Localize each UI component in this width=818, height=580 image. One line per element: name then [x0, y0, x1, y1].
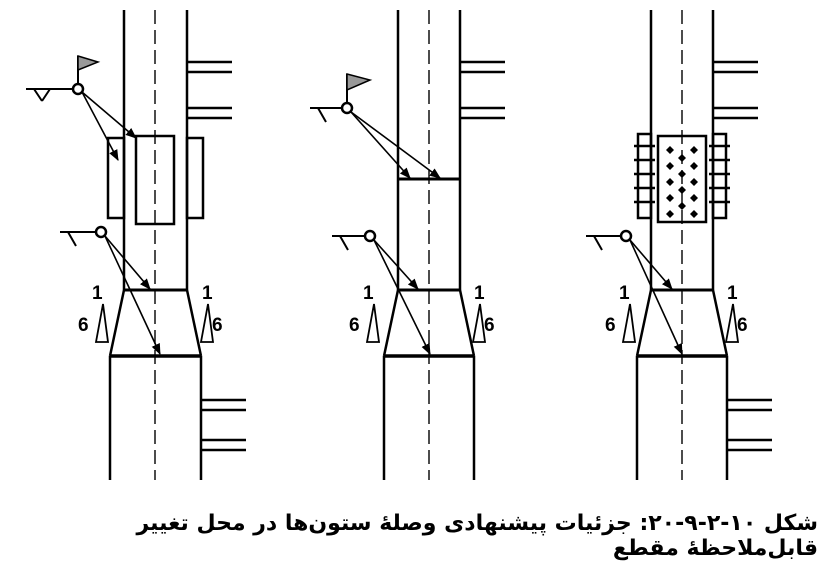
- bolted-flange-plate-right: [711, 132, 728, 220]
- slope-rise-label: 1: [727, 283, 738, 304]
- detail-left: [26, 10, 246, 480]
- slope-rise-label: 1: [619, 283, 630, 304]
- column-splice-details-drawing: 1 6 1 6 1 6 1 6 1 6 1 6: [26, 10, 772, 480]
- slope-run-label: 6: [737, 315, 748, 336]
- slope-rise-label: 1: [363, 283, 374, 304]
- slope-rise-label: 1: [474, 283, 485, 304]
- slope-rise-label: 1: [202, 283, 213, 304]
- slope-labels: 1 6 1 6 1 6 1 6 1 6 1 6: [78, 283, 748, 336]
- bolted-web-splice-plate: [656, 134, 708, 224]
- slope-run-label: 6: [484, 315, 495, 336]
- slope-run-label: 6: [212, 315, 223, 336]
- bolted-flange-plate-left: [636, 132, 653, 220]
- slope-run-label: 6: [78, 315, 89, 336]
- slope-rise-label: 1: [92, 283, 103, 304]
- field-weld-flag-icon: [346, 73, 373, 92]
- flange-cover-plate-left: [106, 136, 126, 220]
- field-weld-flag-icon: [77, 54, 101, 72]
- web-splice-plate: [134, 134, 176, 226]
- slope-run-label: 6: [349, 315, 360, 336]
- figure-caption: شکل ۱۰-۲-۹-۲۰: جزئیات پیشنهادی وصلهٔ ستو…: [136, 511, 818, 561]
- detail-middle: [310, 10, 505, 480]
- slope-run-label: 6: [605, 315, 616, 336]
- flange-cover-plate-right: [185, 136, 205, 220]
- detail-right: [586, 10, 772, 480]
